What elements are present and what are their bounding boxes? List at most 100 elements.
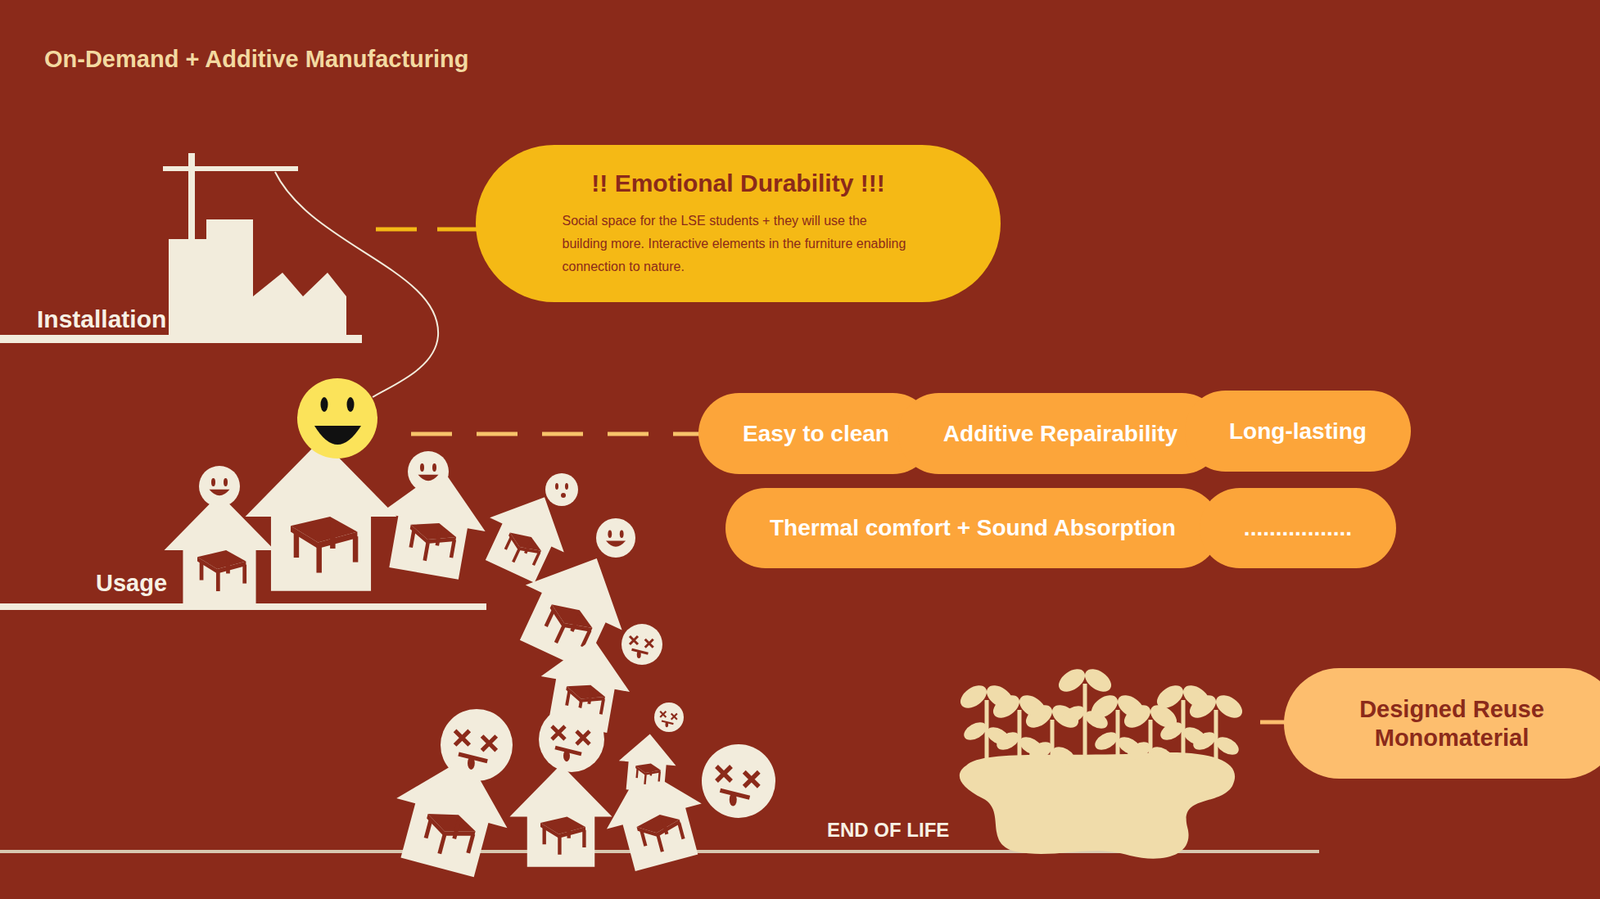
shape <box>551 726 565 740</box>
shape <box>587 688 593 705</box>
shape <box>467 756 475 770</box>
shape <box>1152 681 1188 714</box>
shape <box>567 821 571 839</box>
house-shape <box>593 754 715 876</box>
shape <box>437 834 447 855</box>
shape <box>316 546 321 573</box>
house-icon <box>616 732 679 795</box>
shape <box>482 736 498 751</box>
table-icon <box>418 807 480 862</box>
pill-text: Easy to clean <box>742 420 890 448</box>
shape <box>701 744 776 819</box>
shape <box>242 564 247 584</box>
table-icon <box>290 516 358 573</box>
shape <box>1026 738 1056 764</box>
emphasis-pill: !! Emotional Durability !!!Social space … <box>475 144 1001 303</box>
property-pill: Thermal comfort + Sound Absorption <box>725 488 1221 569</box>
shape <box>1092 728 1121 755</box>
shape <box>1049 743 1079 769</box>
shape <box>716 766 732 782</box>
shape <box>223 478 228 487</box>
shape <box>645 639 654 648</box>
shape <box>435 527 443 547</box>
shape <box>540 822 586 839</box>
shape <box>409 528 416 548</box>
shape <box>407 524 457 549</box>
house-shape <box>371 459 496 584</box>
face-icon <box>654 702 684 733</box>
shape <box>197 556 246 574</box>
shape <box>1083 683 1088 770</box>
shape <box>1185 691 1221 724</box>
face-icon <box>538 706 605 773</box>
shape <box>1080 664 1116 697</box>
shape <box>563 750 570 762</box>
shape <box>660 818 669 836</box>
face-icon <box>545 473 579 507</box>
shape <box>465 833 475 854</box>
face-icon <box>198 465 240 507</box>
pill-text: ................. <box>1243 514 1352 543</box>
table-icon <box>197 550 247 592</box>
shape <box>545 473 579 507</box>
shape <box>199 561 204 581</box>
puddle <box>959 752 1235 859</box>
table-icon <box>540 817 587 855</box>
shape <box>569 614 581 633</box>
shape <box>1021 700 1057 733</box>
plant-illustration <box>956 664 1247 859</box>
shape <box>225 555 231 575</box>
shape <box>544 609 556 628</box>
house-shape <box>510 764 613 868</box>
shape <box>209 489 231 497</box>
pill-text: Thermal comfort + Sound Absorption <box>769 514 1176 543</box>
shape <box>1190 728 1220 755</box>
diagram-title: On-Demand + Additive Manufacturing <box>44 45 470 73</box>
shape <box>582 830 586 848</box>
shape <box>605 541 626 547</box>
shape <box>639 829 647 847</box>
property-pill: Additive Repairability <box>898 393 1222 475</box>
factory-icon <box>168 219 347 337</box>
shape <box>1157 718 1187 745</box>
shape <box>576 731 590 745</box>
face-icon <box>596 518 636 558</box>
shape <box>650 765 653 776</box>
shape <box>671 714 678 720</box>
shape <box>619 529 624 538</box>
house-icon <box>371 459 496 584</box>
shape <box>629 636 638 645</box>
property-pill: ................. <box>1199 488 1397 569</box>
shape <box>422 542 430 562</box>
shape <box>216 572 221 592</box>
face-icon <box>701 744 776 819</box>
sprout-icon <box>956 681 1017 770</box>
face-icon <box>440 709 513 782</box>
shape <box>557 837 561 855</box>
stage-label: Usage <box>95 569 168 597</box>
sprout-icon <box>1152 681 1214 770</box>
shape <box>1054 664 1090 697</box>
stage-label: Installation <box>36 305 167 334</box>
shape <box>1213 733 1243 760</box>
house-icon <box>510 764 613 868</box>
shape <box>635 768 638 778</box>
table-icon <box>499 528 546 571</box>
shape <box>420 463 425 472</box>
shape <box>1059 702 1089 728</box>
shape <box>329 523 335 549</box>
table-icon <box>405 518 459 565</box>
shape <box>418 474 439 482</box>
shape <box>564 686 606 707</box>
house-icon <box>245 439 398 592</box>
shape <box>621 623 663 665</box>
shape <box>989 691 1024 724</box>
property-pill: Long-lasting <box>1184 390 1412 472</box>
outcome-pill: Designed Reuse Monomaterial <box>1283 668 1600 779</box>
shape <box>564 690 571 706</box>
shape <box>542 827 547 845</box>
shape <box>596 518 636 558</box>
shape <box>656 835 665 853</box>
shape <box>198 465 240 507</box>
shape <box>560 492 566 498</box>
